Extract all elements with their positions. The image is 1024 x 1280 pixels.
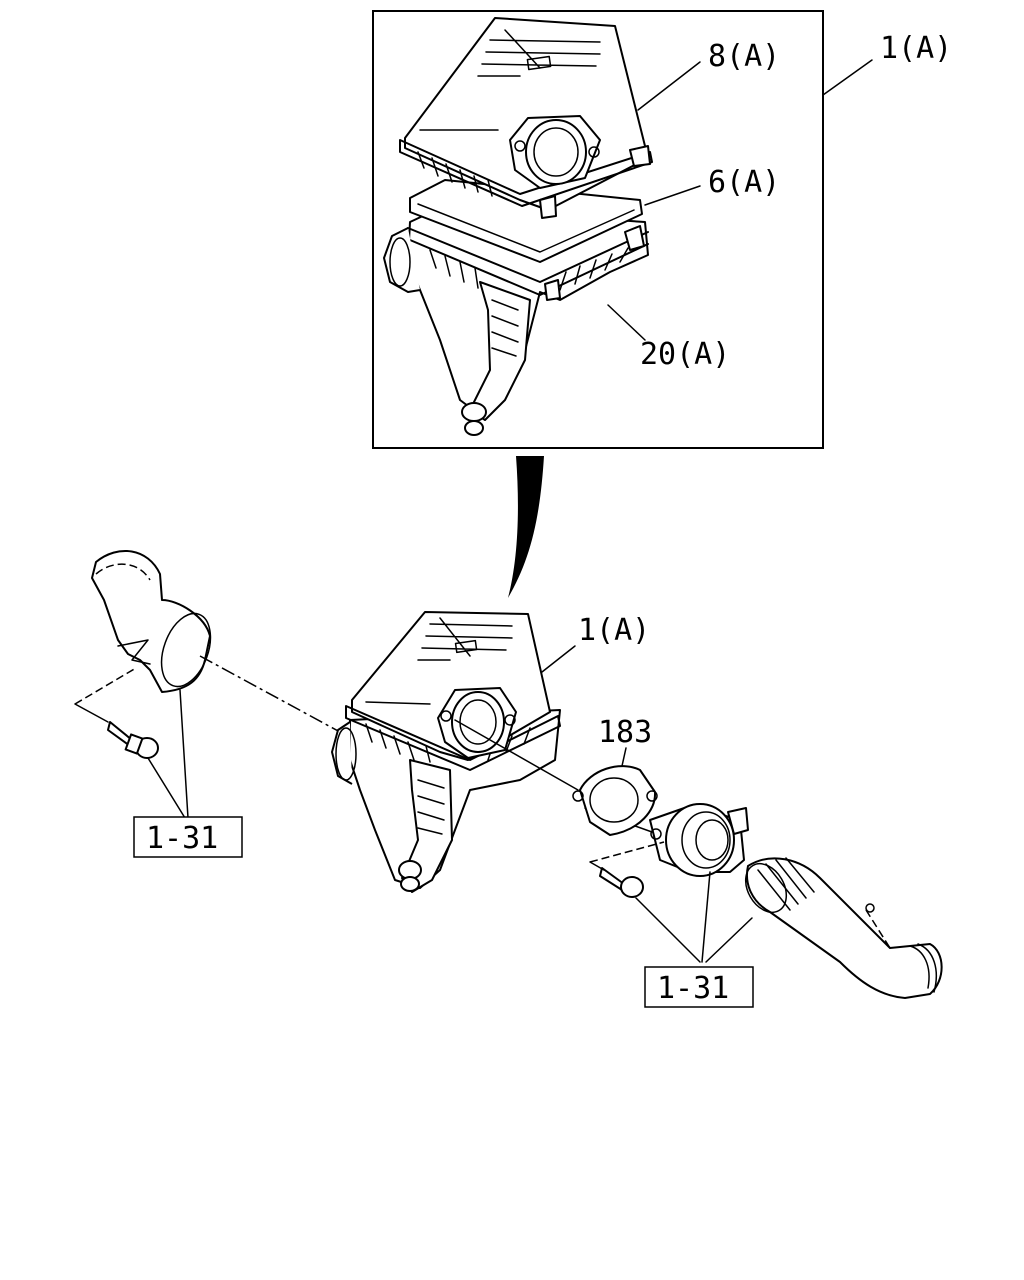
air-cleaner-case-drawing: [383, 207, 649, 436]
ref-box-right: [644, 966, 754, 1008]
label-assembly-inset: 1(A): [880, 31, 952, 66]
main-air-cleaner-assembly-drawing: [331, 611, 561, 893]
label-gasket: 183: [598, 715, 652, 750]
left-bolt-drawing: [107, 721, 159, 759]
inset-exploded-view: 8(A) 6(A) 20(A): [372, 10, 824, 449]
label-case: 20(A): [640, 337, 730, 372]
ref-box-left: [133, 816, 243, 858]
ref-label-right: 1-31: [657, 971, 729, 1006]
inset-pointer-arrow: [508, 456, 544, 598]
label-assembly-main: 1(A): [578, 613, 650, 648]
airflow-sensor-drawing: [649, 803, 749, 877]
right-bolt-drawing: [599, 867, 644, 898]
air-cleaner-element-drawing: [409, 179, 643, 263]
label-cover: 8(A): [708, 39, 780, 74]
air-cleaner-cover-drawing: [399, 17, 653, 219]
gasket-drawing: [572, 765, 658, 836]
intake-hose-drawing: [744, 857, 943, 999]
label-element: 6(A): [708, 165, 780, 200]
ref-label-left: 1-31: [146, 821, 218, 856]
left-intake-duct-drawing: [91, 549, 212, 693]
